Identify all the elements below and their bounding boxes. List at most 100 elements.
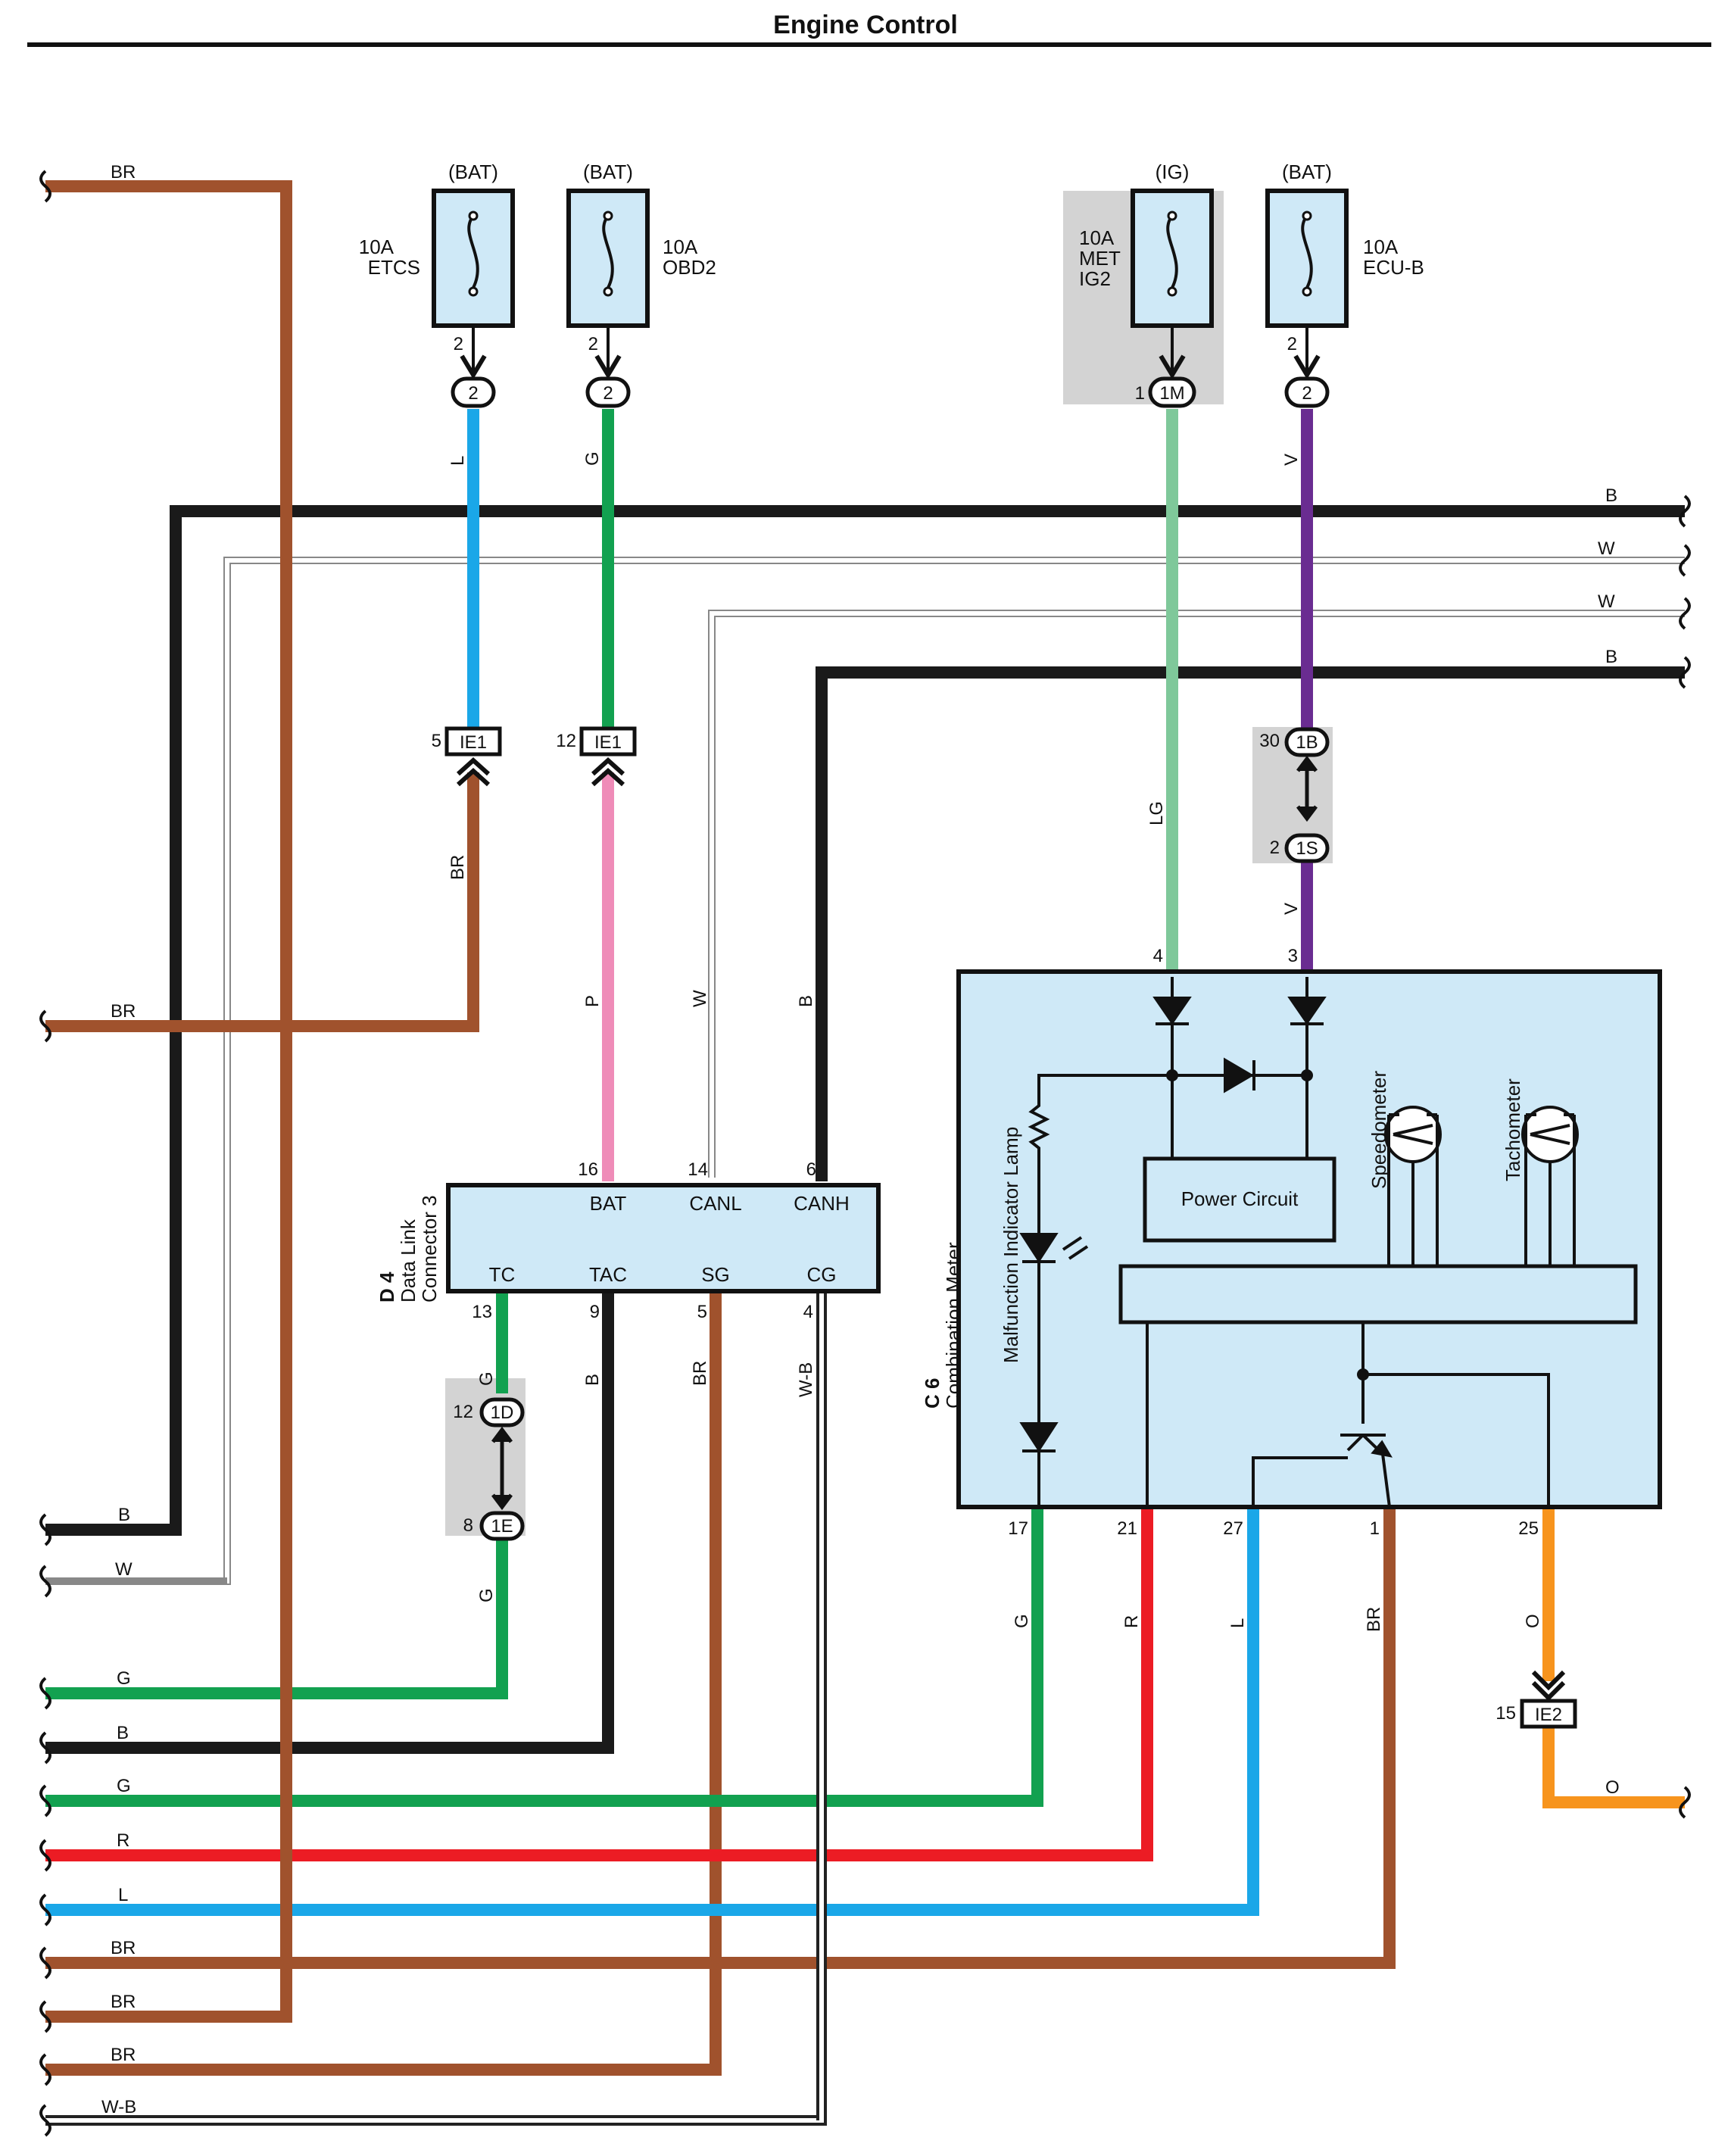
svg-text:17: 17: [1008, 1518, 1028, 1539]
svg-text:21: 21: [1117, 1518, 1137, 1539]
svg-text:ETCS: ETCS: [368, 256, 420, 279]
wire-br-ie1: [45, 772, 479, 1032]
connector-1d-1e: 12 1D 8 1E: [453, 1397, 525, 1541]
wire-br-m1: [45, 1507, 1396, 1969]
wire-b-tac: [45, 1291, 614, 1754]
wire-code-labels: L G LG V V BR P W B G G B BR W-B G R L B…: [448, 451, 1620, 1798]
svg-text:BR: BR: [111, 1001, 136, 1022]
svg-text:1B: 1B: [1296, 732, 1318, 753]
svg-text:16: 16: [578, 1159, 598, 1180]
svg-text:BR: BR: [448, 855, 468, 880]
svg-text:1: 1: [1370, 1518, 1380, 1539]
svg-text:BR: BR: [111, 1992, 136, 2012]
svg-text:12: 12: [453, 1402, 473, 1422]
svg-text:V: V: [1281, 903, 1302, 915]
svg-text:G: G: [476, 1588, 497, 1602]
svg-text:IE1: IE1: [594, 732, 622, 753]
svg-text:D 4: D 4: [376, 1271, 398, 1303]
wire-wb-fill: [45, 1291, 824, 2123]
fuse-ecu-b: (BAT) 10A ECU-B 2 2: [1265, 161, 1424, 408]
svg-text:5: 5: [432, 731, 441, 751]
svg-text:2: 2: [468, 383, 478, 404]
break-marks: [39, 170, 1691, 2137]
svg-text:W: W: [115, 1559, 133, 1580]
svg-text:CG: CG: [807, 1263, 837, 1286]
svg-text:TC: TC: [489, 1263, 516, 1286]
svg-text:SG: SG: [701, 1263, 730, 1286]
svg-text:L: L: [448, 456, 468, 466]
svg-text:3: 3: [1288, 946, 1298, 966]
svg-text:G: G: [582, 451, 603, 466]
svg-text:B: B: [582, 1374, 603, 1386]
svg-text:CANL: CANL: [689, 1192, 741, 1215]
svg-text:1E: 1E: [491, 1516, 513, 1537]
wire-g-m17: [45, 1507, 1043, 1807]
svg-text:1: 1: [1135, 383, 1145, 404]
svg-text:LG: LG: [1146, 801, 1167, 825]
connector-ie1-a: 5 IE1: [432, 726, 502, 787]
svg-text:Combination Meter: Combination Meter: [942, 1242, 965, 1409]
svg-text:O: O: [1523, 1614, 1543, 1628]
svg-text:1S: 1S: [1296, 838, 1318, 859]
svg-text:O: O: [1605, 1777, 1620, 1798]
wire-wb: [45, 1291, 827, 2126]
wires: [45, 180, 1685, 2126]
svg-text:15: 15: [1496, 1703, 1516, 1724]
svg-text:C 6: C 6: [921, 1378, 943, 1409]
svg-text:(IG): (IG): [1156, 161, 1190, 183]
svg-text:G: G: [476, 1371, 497, 1386]
svg-text:2: 2: [1302, 383, 1312, 404]
svg-text:IG2: IG2: [1079, 267, 1111, 290]
svg-text:R: R: [117, 1830, 129, 1851]
svg-text:OBD2: OBD2: [663, 256, 716, 279]
svg-text:27: 27: [1223, 1518, 1243, 1539]
page-title: Engine Control: [773, 11, 958, 39]
svg-text:4: 4: [1153, 946, 1163, 966]
svg-text:W: W: [1598, 538, 1615, 559]
svg-text:1M: 1M: [1159, 383, 1184, 404]
connector-1b-1s: 30 1B 2 1S: [1259, 727, 1330, 863]
svg-text:IE1: IE1: [460, 732, 487, 753]
wire-br-sg: [45, 1291, 722, 2076]
svg-text:BAT: BAT: [590, 1192, 627, 1215]
title-rule: [27, 42, 1711, 47]
svg-text:W: W: [1598, 591, 1615, 612]
wire-w-right-b-fill: [710, 611, 1685, 1178]
svg-text:BR: BR: [111, 162, 136, 183]
svg-text:B: B: [1605, 647, 1617, 667]
svg-text:B: B: [796, 995, 816, 1007]
wire-b-right-b: [816, 666, 1685, 1181]
svg-text:2: 2: [454, 334, 463, 354]
fuse-met-ig2: (IG) 10A MET IG2 1 1M: [1079, 161, 1214, 408]
svg-text:9: 9: [590, 1302, 600, 1322]
right-bus-labels: B W W B: [1598, 485, 1617, 667]
connector-ie2: 15 IE2: [1496, 1670, 1577, 1729]
svg-text:4: 4: [803, 1302, 813, 1322]
svg-text:10A: 10A: [359, 236, 395, 258]
svg-text:IE2: IE2: [1535, 1705, 1562, 1725]
wire-r-m21: [45, 1507, 1153, 1861]
svg-text:10A: 10A: [1363, 236, 1399, 258]
svg-text:B: B: [1605, 485, 1617, 506]
wire-l-m27: [45, 1507, 1259, 1916]
svg-text:R: R: [1121, 1615, 1142, 1628]
svg-text:(BAT): (BAT): [1282, 161, 1332, 183]
svg-text:B: B: [117, 1723, 129, 1743]
svg-text:12: 12: [556, 731, 576, 751]
svg-text:W: W: [690, 990, 710, 1007]
svg-text:BR: BR: [1364, 1607, 1384, 1632]
svg-text:ECU-B: ECU-B: [1363, 256, 1424, 279]
svg-text:2: 2: [603, 383, 613, 404]
svg-text:25: 25: [1518, 1518, 1539, 1539]
svg-text:MET: MET: [1079, 247, 1121, 270]
left-bus-labels: G B G R L BR BR BR W-B: [101, 1668, 136, 2117]
fuse-obd2: (BAT) 10A OBD2 2 2: [566, 161, 716, 408]
svg-text:W-B: W-B: [796, 1362, 816, 1397]
data-link-connector: 16 BAT 14 CANL 6 CANH TC 13 TAC 9 SG 5 C…: [376, 1159, 881, 1322]
svg-text:10A: 10A: [1079, 226, 1115, 249]
svg-text:(BAT): (BAT): [583, 161, 633, 183]
svg-text:1D: 1D: [491, 1402, 514, 1423]
fuse-etcs: (BAT) 10A ETCS 2 2: [359, 161, 515, 408]
svg-text:G: G: [117, 1776, 131, 1796]
